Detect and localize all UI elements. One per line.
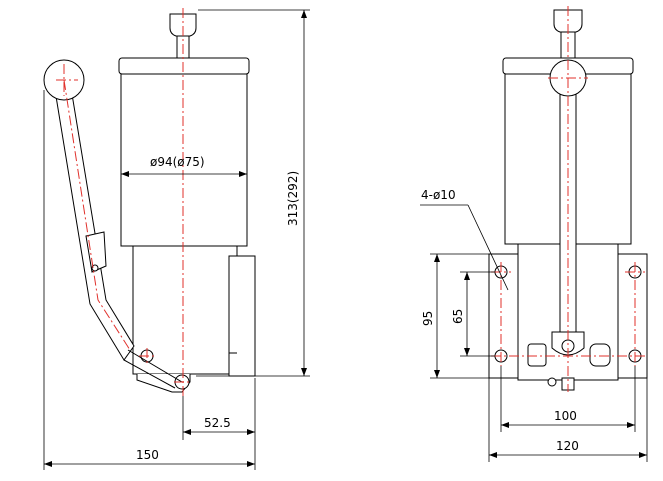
diameter-label: ø94(ø75) (150, 155, 205, 169)
latch-pin (91, 264, 99, 272)
inner-width-label: 100 (554, 409, 577, 423)
outer-height-label: 95 (421, 311, 435, 326)
inner-height-label: 65 (451, 309, 465, 324)
front-outlet-port (547, 377, 557, 387)
reservoir-body (120, 73, 248, 247)
offset-arrows (183, 429, 255, 435)
top-knob (169, 13, 197, 37)
reservoir-cap (118, 57, 250, 75)
front-cylinder-right (589, 343, 611, 367)
outer-width-label: 120 (556, 439, 579, 453)
side-view: ø94(ø75) 313(292) 52.5 150 (43, 8, 310, 470)
front-cylinder-left (527, 343, 547, 367)
lever-centerline (63, 79, 131, 351)
holes-label: 4-ø10 (421, 188, 456, 202)
linkage-bar (123, 349, 183, 389)
mount-plate (228, 255, 256, 377)
total-width-label: 150 (136, 448, 159, 462)
front-view: 4-ø10 95 65 100 120 (420, 6, 648, 462)
handle-latch (85, 231, 107, 273)
holes-leader-line (467, 204, 509, 291)
height-label: 313(292) (286, 171, 300, 226)
offset-label: 52.5 (204, 416, 231, 430)
